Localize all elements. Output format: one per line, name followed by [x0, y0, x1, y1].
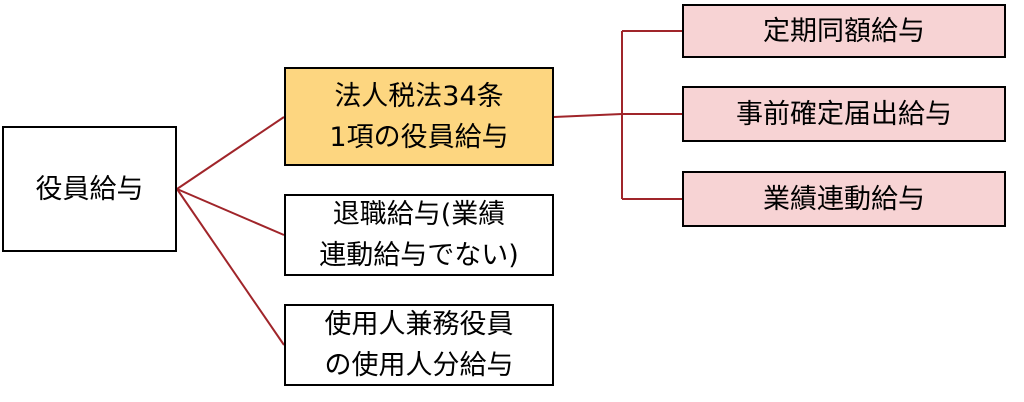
subcategory-node-pre-notified-pay: 事前確定届出給与 [682, 86, 1006, 142]
connector-root-to-cat2 [176, 188, 285, 236]
category-node-line: 1項の役員給与 [329, 121, 509, 153]
category-node-line: 退職給与(業績 [332, 199, 506, 230]
subcategory-node-performance-linked-pay: 業績連動給与 [682, 171, 1006, 227]
category-node-line: 連動給与でない) [319, 240, 519, 271]
category-node-corporate-tax-article34: 法人税法34条 1項の役員給与 [284, 67, 554, 166]
subcategory-node-label: 事前確定届出給与 [736, 98, 952, 130]
category-node-line: の使用人分給与 [324, 350, 514, 381]
root-node-yakuin-kyuyo: 役員給与 [2, 126, 177, 252]
category-node-line: 法人税法34条 [334, 80, 504, 112]
category-node-line: 使用人兼務役員 [324, 309, 514, 340]
connector-cat1-to-branch [553, 113, 623, 118]
connector-root-to-cat1 [176, 116, 285, 190]
subcategory-node-label: 定期同額給与 [763, 15, 925, 47]
category-node-retirement-pay: 退職給与(業績 連動給与でない) [284, 194, 554, 276]
connector-root-to-cat3 [176, 188, 285, 346]
subcategory-node-label: 業績連動給与 [763, 183, 925, 215]
category-node-employee-portion-pay: 使用人兼務役員 の使用人分給与 [284, 304, 554, 386]
subcategory-node-fixed-regular-pay: 定期同額給与 [682, 4, 1006, 58]
root-node-label: 役員給与 [35, 173, 144, 205]
